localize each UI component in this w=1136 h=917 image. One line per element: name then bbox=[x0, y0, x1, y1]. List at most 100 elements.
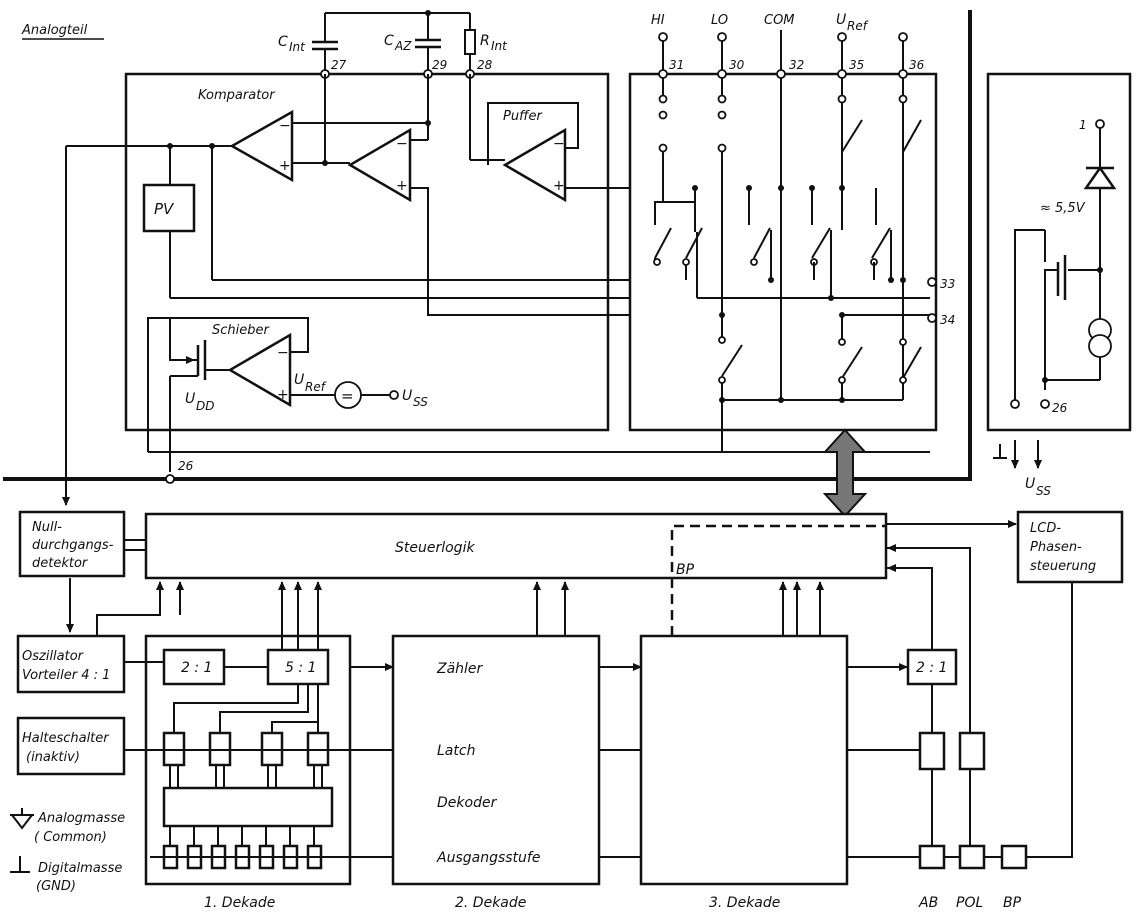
terminal-lo: LO bbox=[711, 13, 728, 28]
zaehler-label: Zähler bbox=[436, 661, 484, 677]
c-int-capacitor bbox=[312, 13, 338, 74]
autozero-opamp: − + bbox=[347, 127, 412, 203]
svg-text:−: − bbox=[279, 118, 291, 134]
svg-text:2 : 1: 2 : 1 bbox=[916, 660, 947, 676]
dekade-3-box bbox=[639, 634, 849, 886]
bp-dashed-region bbox=[670, 524, 886, 636]
svg-text:SS: SS bbox=[413, 395, 428, 409]
komparator-label: Komparator bbox=[198, 88, 276, 103]
svg-text:(GND): (GND) bbox=[36, 879, 76, 894]
dekade-1-arrows bbox=[96, 581, 322, 650]
svg-text:AZ: AZ bbox=[394, 39, 412, 53]
bp-top-label: BP bbox=[676, 562, 695, 578]
svg-text:2 : 1: 2 : 1 bbox=[181, 660, 212, 676]
r-int-resistor bbox=[464, 13, 476, 74]
chip-boundary bbox=[3, 10, 972, 481]
svg-text:31: 31 bbox=[669, 58, 684, 72]
caption-dekade-3: 3. Dekade bbox=[709, 895, 780, 911]
section-title: Analogteil bbox=[21, 23, 88, 38]
caption-dekade-2: 2. Dekade bbox=[455, 895, 526, 911]
svg-text:+: + bbox=[279, 158, 291, 174]
latch-label: Latch bbox=[437, 743, 475, 759]
svg-text:−: − bbox=[553, 136, 565, 152]
komparator-opamp: − + bbox=[229, 109, 294, 183]
reference-box bbox=[986, 72, 1132, 432]
svg-text:Vorteiler 4 : 1: Vorteiler 4 : 1 bbox=[22, 668, 110, 683]
terminal-com: COM bbox=[764, 13, 795, 28]
svg-text:32: 32 bbox=[789, 58, 804, 72]
puffer-opamp: − + bbox=[487, 102, 579, 203]
u-ss-right-label: U bbox=[1025, 476, 1035, 492]
svg-text:−: − bbox=[277, 345, 289, 361]
svg-text:30: 30 bbox=[729, 58, 745, 72]
svg-text:Null-: Null- bbox=[32, 520, 62, 535]
terminal-hi: HI bbox=[651, 13, 665, 28]
legend-digitalmasse: Digitalmasse bbox=[38, 861, 122, 876]
u-dd-label: U bbox=[185, 391, 195, 407]
svg-text:29: 29 bbox=[432, 58, 447, 72]
svg-text:−: − bbox=[396, 136, 408, 152]
svg-text:durchgangs-: durchgangs- bbox=[32, 538, 114, 553]
dekoder-label: Dekoder bbox=[437, 795, 498, 811]
caption-bp: BP bbox=[1003, 895, 1022, 911]
right-column-circuit bbox=[886, 544, 1073, 870]
divider-2-1 bbox=[162, 648, 226, 686]
svg-text:+: + bbox=[277, 387, 289, 403]
svg-text:27: 27 bbox=[331, 58, 347, 72]
schieber-label: Schieber bbox=[212, 323, 270, 338]
caption-dekade-1: 1. Dekade bbox=[204, 895, 275, 911]
svg-text:=: = bbox=[341, 387, 354, 405]
zener-voltage-label: ≈ 5,5V bbox=[1040, 201, 1086, 216]
analog-section-box bbox=[124, 72, 610, 432]
caption-pol: POL bbox=[956, 895, 983, 911]
svg-text:Int: Int bbox=[289, 40, 306, 54]
pv-block bbox=[142, 183, 196, 233]
c-az-label: C bbox=[384, 33, 394, 49]
svg-text:( Common): ( Common) bbox=[34, 830, 107, 845]
halteschalter-block bbox=[16, 716, 126, 776]
svg-text:DD: DD bbox=[196, 399, 214, 413]
steuerlogik-label: Steuerlogik bbox=[395, 540, 475, 556]
svg-text:5 : 1: 5 : 1 bbox=[285, 660, 316, 676]
dekade-1-latches bbox=[124, 684, 393, 870]
puffer-label: Puffer bbox=[503, 109, 543, 124]
lcd-phasensteuerung-block bbox=[1016, 510, 1124, 584]
svg-text:LCD-: LCD- bbox=[1030, 521, 1061, 536]
svg-text:36: 36 bbox=[909, 58, 925, 72]
dekade-2-box bbox=[391, 634, 601, 886]
steuerlogik-block bbox=[144, 512, 888, 580]
svg-text:steuerung: steuerung bbox=[1030, 559, 1096, 574]
legend-analogmasse: Analogmasse bbox=[37, 811, 125, 826]
svg-text:Halteschalter: Halteschalter bbox=[22, 731, 110, 746]
ausgangsstufe-label: Ausgangsstufe bbox=[436, 850, 540, 866]
svg-text:+: + bbox=[553, 178, 565, 194]
svg-text:(inaktiv): (inaktiv) bbox=[26, 750, 80, 765]
r-int-label: R bbox=[480, 33, 490, 49]
svg-text:Oszillator: Oszillator bbox=[22, 649, 85, 664]
svg-text:Ref: Ref bbox=[847, 19, 869, 33]
u-ss-label: U bbox=[402, 388, 412, 404]
nulldurchgang-block bbox=[18, 510, 126, 578]
bus-double-arrow bbox=[822, 428, 868, 518]
c-int-label: C bbox=[278, 34, 288, 50]
svg-text:28: 28 bbox=[477, 58, 493, 72]
pin-26-left bbox=[165, 474, 175, 484]
terminal-uref: U bbox=[836, 12, 846, 28]
caption-ab: AB bbox=[918, 895, 938, 911]
svg-text:SS: SS bbox=[1036, 484, 1051, 498]
svg-text:detektor: detektor bbox=[32, 556, 89, 571]
svg-text:Ref: Ref bbox=[305, 380, 327, 394]
svg-text:35: 35 bbox=[849, 58, 864, 72]
u-ref-inner-label: U bbox=[294, 372, 304, 388]
oszillator-block bbox=[16, 634, 126, 694]
digitalmasse-symbol bbox=[10, 856, 30, 873]
svg-text:34: 34 bbox=[940, 313, 955, 327]
svg-text:Phasen-: Phasen- bbox=[1030, 540, 1082, 555]
svg-text:26: 26 bbox=[1052, 401, 1068, 415]
svg-text:1: 1 bbox=[1079, 118, 1087, 132]
pin-33 bbox=[927, 277, 937, 287]
analogmasse-symbol bbox=[10, 808, 34, 830]
terminal-pins bbox=[658, 30, 908, 79]
reference-circuit bbox=[993, 119, 1117, 469]
